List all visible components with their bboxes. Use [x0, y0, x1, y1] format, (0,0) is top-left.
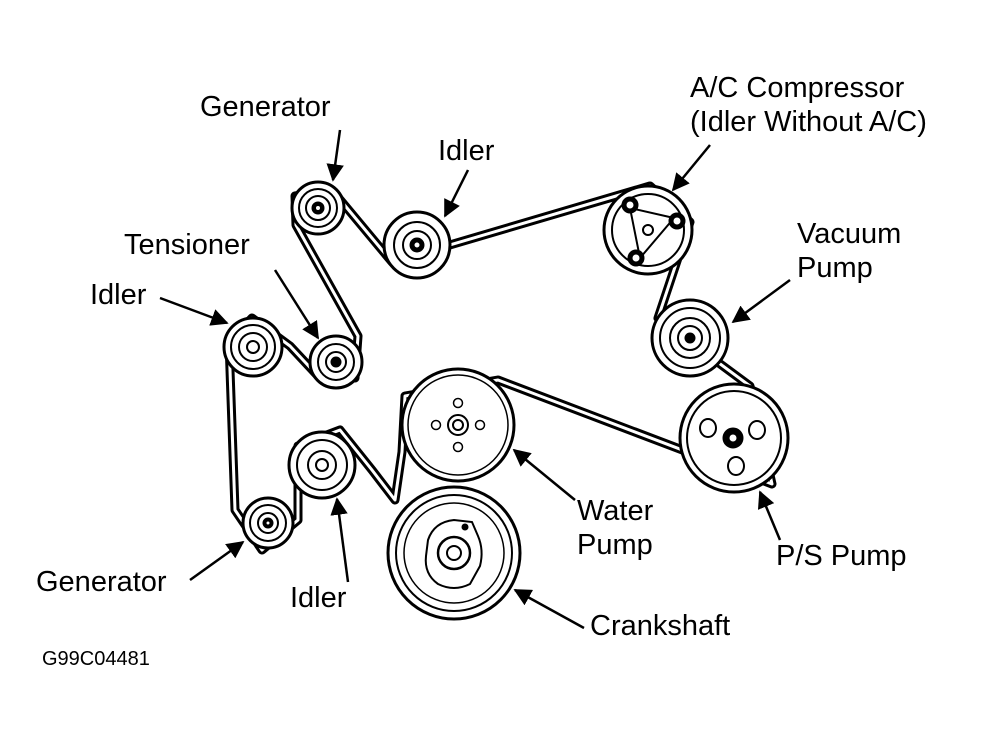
- idler-left-pulley: [222, 316, 284, 378]
- generator-bottom-pulley: [241, 496, 295, 550]
- arrow-idler-bottom: [330, 497, 350, 583]
- label-idler-bottom: Idler: [290, 582, 347, 614]
- label-water-pump-line1: Water: [577, 495, 654, 527]
- ac-compressor-pulley: [602, 184, 694, 276]
- generator-top-pulley: [290, 180, 346, 236]
- label-ac-compressor-line2: (Idler Without A/C): [690, 106, 927, 138]
- arrow-idler-top: [443, 169, 470, 218]
- vacuum-pump-pulley: [650, 298, 730, 378]
- label-water-pump-line2: Pump: [577, 529, 653, 561]
- arrow-crankshaft: [513, 588, 585, 630]
- arrow-vacuum-pump: [731, 278, 791, 324]
- crankshaft-pulley: [386, 485, 522, 621]
- arrow-generator-bottom: [189, 540, 245, 582]
- label-ac-compressor-line1: A/C Compressor: [690, 72, 905, 104]
- label-crankshaft: Crankshaft: [590, 610, 731, 642]
- arrow-ps-pump: [757, 490, 782, 541]
- label-generator-bottom: Generator: [36, 566, 167, 598]
- label-generator-top: Generator: [200, 91, 331, 123]
- water-pump-pulley: [400, 367, 516, 483]
- label-tensioner: Tensioner: [124, 229, 250, 261]
- arrow-tensioner: [273, 269, 320, 340]
- label-idler-top: Idler: [438, 135, 495, 167]
- figure-code: G99C04481: [42, 648, 150, 670]
- label-ps-pump: P/S Pump: [776, 540, 907, 572]
- arrow-generator-top: [326, 129, 344, 182]
- arrow-water-pump: [512, 448, 576, 501]
- ps-pump-pulley: [678, 382, 790, 494]
- arrow-ac-compressor: [671, 144, 711, 192]
- label-idler-left: Idler: [90, 279, 147, 311]
- arrow-idler-left: [159, 296, 229, 326]
- idler-bottom-pulley: [287, 430, 357, 500]
- label-vacuum-pump-line2: Pump: [797, 252, 873, 284]
- idler-top-pulley: [382, 210, 452, 280]
- label-vacuum-pump-line1: Vacuum: [797, 218, 902, 250]
- tensioner-pulley: [308, 334, 364, 390]
